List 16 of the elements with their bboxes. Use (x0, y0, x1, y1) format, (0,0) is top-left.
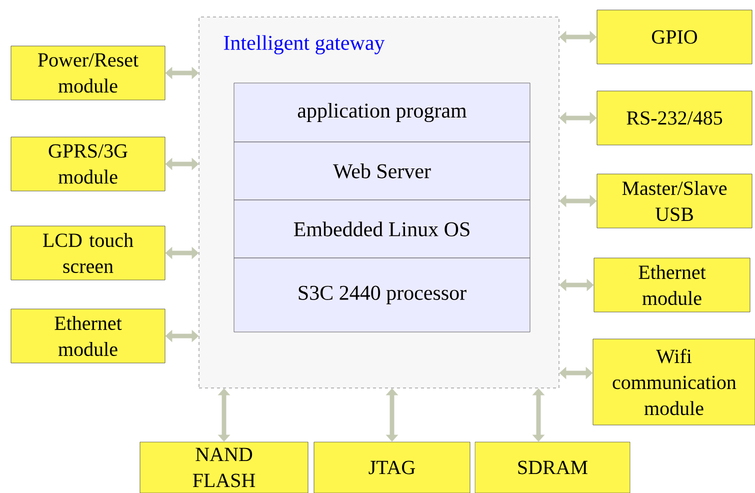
layer-box: application program (234, 82, 530, 142)
layer-box: Embedded Linux OS (234, 200, 530, 258)
module-box: Master/Slave USB (596, 174, 752, 228)
module-box: NAND FLASH (140, 442, 308, 493)
module-box: Wifi communication module (592, 338, 755, 426)
module-box: Ethernet module (594, 258, 750, 312)
module-box: Power/Reset module (10, 46, 166, 100)
layer-box: Web Server (234, 142, 530, 200)
module-box: RS-232/485 (596, 90, 752, 146)
module-box: GPIO (596, 10, 752, 64)
module-box: Ethernet module (10, 308, 166, 364)
module-box: JTAG (314, 442, 470, 493)
module-box: LCD touch screen (10, 226, 166, 280)
module-box: GPRS/3G module (10, 136, 166, 192)
layer-box: S3C 2440 processor (234, 258, 530, 332)
module-box: SDRAM (474, 442, 630, 493)
